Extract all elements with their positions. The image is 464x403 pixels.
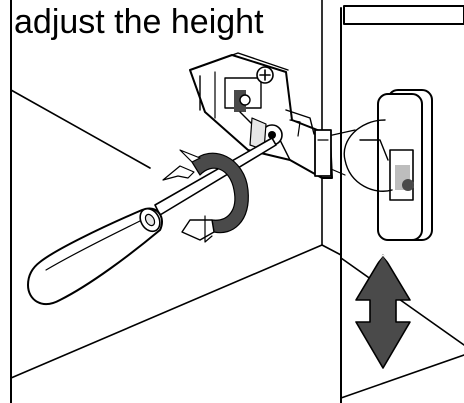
cabinet-door [343,5,464,25]
height-adjustment-arrow-icon [355,254,411,369]
screwdriver-handle [27,207,163,305]
rotation-arrow-icon [162,149,249,243]
cabinet-outline [10,0,464,403]
instruction-caption: adjust the height [14,3,264,41]
mounting-plate [377,89,433,241]
hinge [189,52,333,179]
